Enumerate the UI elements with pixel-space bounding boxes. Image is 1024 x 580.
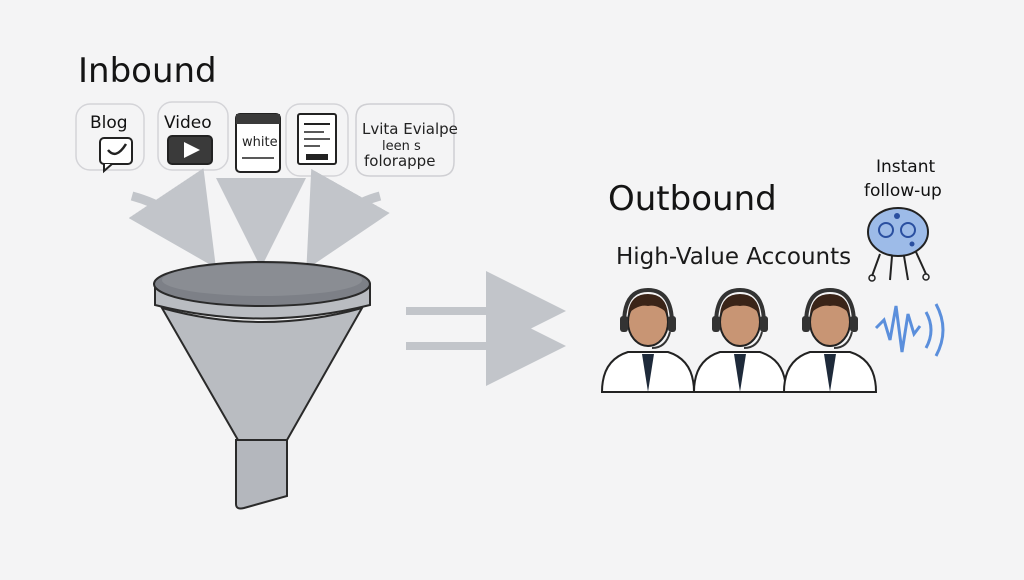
arrow-left — [128, 168, 216, 268]
garbled-line-2: leen s — [382, 139, 421, 154]
inbound-title: Inbound — [78, 51, 217, 91]
source-blog: Blog — [75, 103, 145, 174]
chat-bubble-icon — [99, 137, 133, 174]
source-whitepaper: white — [235, 113, 281, 173]
garbled-line-1: Lvita Evialpe — [362, 120, 458, 138]
agent-2 — [692, 287, 788, 393]
robot-icon — [867, 207, 930, 282]
agent-3 — [782, 287, 878, 393]
source-speech: Lvita Evialpe leen s folorappe — [355, 103, 458, 177]
inbound-arrows — [128, 168, 390, 270]
outbound-title: Outbound — [608, 179, 777, 219]
garbled-line-3: folorappe — [364, 152, 435, 170]
accounts-label: High-Value Accounts — [616, 244, 851, 270]
play-icon — [167, 135, 213, 165]
source-blog-label: Blog — [90, 113, 128, 133]
source-video-label: Video — [164, 113, 212, 133]
funnel-icon — [153, 261, 371, 510]
source-video: Video — [157, 101, 229, 171]
source-report — [285, 103, 349, 177]
transfer-arrows — [406, 271, 566, 386]
source-whitepaper-label: white — [242, 135, 278, 150]
sound-wave-icon — [874, 303, 945, 357]
instant-label-line2: follow-up — [864, 181, 942, 201]
instant-label-line1: Instant — [876, 157, 936, 177]
agent-1 — [600, 287, 696, 393]
report-icon — [297, 113, 337, 165]
arrow-right — [306, 168, 390, 270]
